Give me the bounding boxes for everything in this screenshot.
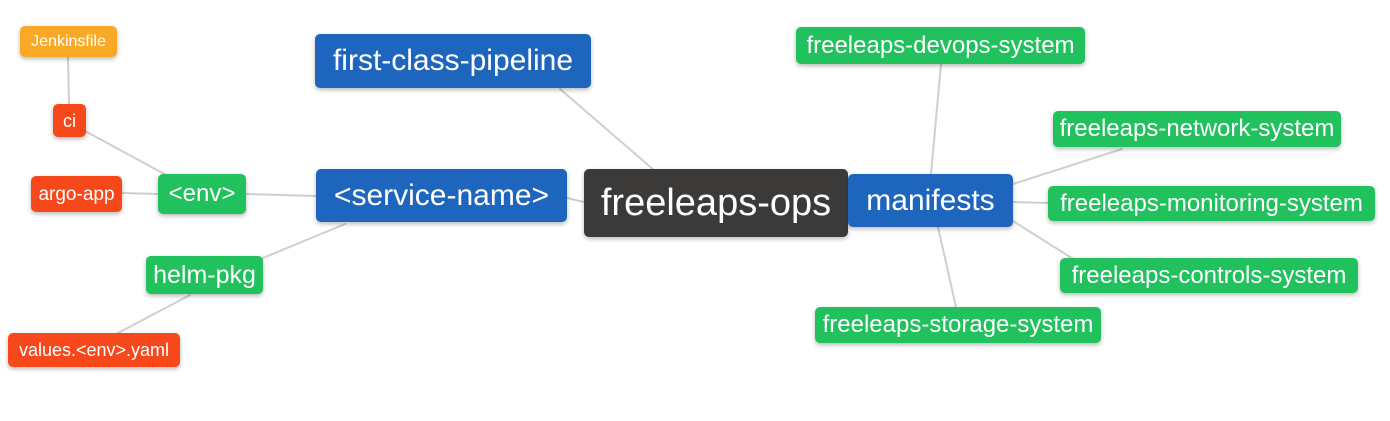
node-service-name[interactable]: <service-name> (316, 169, 567, 222)
node-jenkinsfile-label: Jenkinsfile (31, 32, 106, 50)
node-ci[interactable]: ci (53, 104, 86, 137)
node-freeleaps-storage-system-label: freeleaps-storage-system (822, 311, 1094, 338)
edge-first-class-pipeline-to-freeleaps-ops (559, 88, 656, 172)
node-freeleaps-devops-system-label: freeleaps-devops-system (806, 31, 1075, 59)
node-manifests-label: manifests (866, 183, 995, 217)
edge-env-to-service-name (245, 193, 317, 197)
node-first-class-pipeline-label: first-class-pipeline (332, 44, 574, 77)
node-freeleaps-ops-root[interactable]: freeleaps-ops (584, 169, 848, 237)
node-env[interactable]: <env> (158, 174, 246, 214)
node-freeleaps-monitoring-system[interactable]: freeleaps-monitoring-system (1048, 186, 1375, 221)
node-values-env-yaml-label: values.<env>.yaml (18, 340, 170, 360)
edge-manifests-to-freeleaps-network-system (1012, 148, 1123, 185)
node-freeleaps-network-system-label: freeleaps-network-system (1059, 115, 1335, 142)
edge-values-env-yaml-to-helm-pkg (117, 294, 191, 334)
edge-manifests-to-freeleaps-monitoring-system (1012, 201, 1049, 204)
node-freeleaps-ops-label: freeleaps-ops (600, 182, 832, 224)
edge-jenkinsfile-to-ci (67, 56, 70, 105)
node-freeleaps-network-system[interactable]: freeleaps-network-system (1053, 111, 1341, 147)
edge-argo-app-to-env (121, 192, 159, 195)
node-helm-pkg[interactable]: helm-pkg (146, 256, 263, 294)
node-helm-pkg-label: helm-pkg (153, 260, 256, 289)
node-ci-label: ci (63, 110, 76, 131)
node-values-env-yaml[interactable]: values.<env>.yaml (8, 333, 180, 367)
node-service-name-label: <service-name> (333, 178, 550, 212)
edge-service-name-to-freeleaps-ops (566, 197, 585, 203)
node-env-label: <env> (168, 180, 236, 207)
node-freeleaps-monitoring-system-label: freeleaps-monitoring-system (1060, 189, 1363, 217)
edge-manifests-to-freeleaps-devops-system (930, 63, 942, 175)
node-freeleaps-storage-system[interactable]: freeleaps-storage-system (815, 307, 1101, 343)
edge-manifests-to-freeleaps-controls-system (1012, 220, 1079, 263)
node-argo-app[interactable]: argo-app (31, 176, 122, 212)
node-freeleaps-controls-system[interactable]: freeleaps-controls-system (1060, 258, 1358, 293)
node-freeleaps-controls-system-label: freeleaps-controls-system (1071, 261, 1347, 289)
edge-manifests-to-freeleaps-storage-system (937, 226, 957, 308)
edge-ci-to-env (84, 130, 169, 177)
node-argo-app-label: argo-app (38, 183, 115, 205)
edge-helm-pkg-to-service-name (262, 223, 346, 259)
node-first-class-pipeline[interactable]: first-class-pipeline (315, 34, 591, 88)
node-freeleaps-devops-system[interactable]: freeleaps-devops-system (796, 27, 1085, 64)
node-manifests[interactable]: manifests (848, 174, 1013, 227)
node-jenkinsfile[interactable]: Jenkinsfile (20, 26, 117, 57)
